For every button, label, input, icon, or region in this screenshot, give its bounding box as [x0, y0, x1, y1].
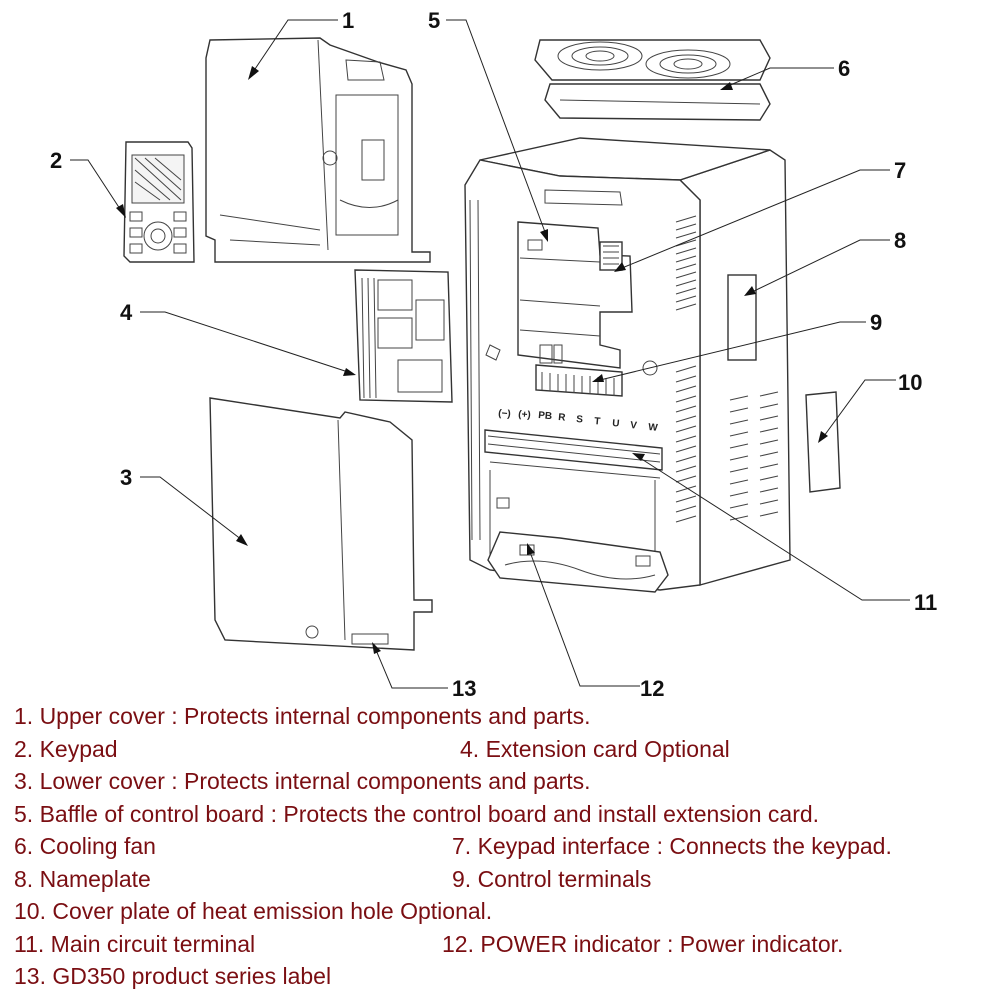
legend-item-10: 10. Cover plate of heat emission hole Op… [14, 898, 493, 924]
callout-7: 7 [894, 158, 906, 183]
callout-12: 12 [640, 676, 664, 700]
legend-row: 5. Baffle of control board : Protects th… [14, 798, 994, 831]
legend-row: 10. Cover plate of heat emission hole Op… [14, 895, 994, 928]
callout-6: 6 [838, 56, 850, 81]
heat-emission-cover-plate [805, 391, 841, 493]
callout-1: 1 [342, 8, 354, 33]
parts-legend: 1. Upper cover : Protects internal compo… [14, 700, 994, 1000]
legend-item-7: 7. Keypad interface : Connects the keypa… [452, 833, 892, 859]
extension-card [354, 269, 453, 403]
legend-item-8: 8. Nameplate [14, 865, 151, 892]
legend-row: 1. Upper cover : Protects internal compo… [14, 700, 994, 733]
legend-item-13: 13. GD350 product series label [14, 963, 332, 989]
control-terminals [535, 344, 623, 397]
exploded-view-diagram: (−) (+) PB R S T U V W [50, 8, 937, 700]
lower-cover [209, 397, 433, 651]
leader-lines [70, 19, 910, 689]
terminal-label-strip: (−) (+) PB R S T U V W [498, 408, 659, 434]
legend-item-4: 4. Extension card Optional [460, 735, 730, 762]
callout-8: 8 [894, 228, 906, 253]
legend-row: 8. Nameplate 9. Control terminals [14, 863, 994, 896]
callout-10: 10 [898, 370, 922, 395]
terminal-label-minus: (−) [498, 408, 511, 420]
callout-2: 2 [50, 148, 62, 173]
terminal-label-s: S [576, 414, 584, 426]
terminal-label-plus: (+) [518, 409, 531, 421]
legend-row: 3. Lower cover : Protects internal compo… [14, 765, 994, 798]
legend-item-2: 2. Keypad [14, 735, 118, 762]
legend-item-12: 12. POWER indicator : Power indicator. [442, 930, 844, 957]
legend-row: 11. Main circuit terminal 12. POWER indi… [14, 928, 994, 961]
inverter-body: (−) (+) PB R S T U V W [464, 137, 791, 593]
power-indicator-area [487, 531, 669, 593]
main-circuit-terminal [484, 429, 663, 479]
upper-cover [205, 37, 431, 263]
terminal-label-r: R [558, 412, 567, 424]
terminal-label-t: T [594, 416, 601, 427]
callout-4: 4 [120, 300, 133, 325]
legend-row: 13. GD350 product series label [14, 960, 994, 993]
terminal-label-pb: PB [538, 410, 553, 422]
callout-5: 5 [428, 8, 440, 33]
keypad-interface [599, 241, 623, 271]
terminal-label-u: U [612, 418, 620, 430]
callout-9: 9 [870, 310, 882, 335]
legend-item-9: 9. Control terminals [452, 865, 652, 892]
callout-11: 11 [914, 590, 937, 615]
callout-13: 13 [452, 676, 476, 700]
legend-item-3: 3. Lower cover : Protects internal compo… [14, 768, 591, 794]
cooling-fan [534, 39, 771, 121]
terminal-label-v: V [630, 420, 638, 432]
legend-row: 6. Cooling fan 7. Keypad interface : Con… [14, 830, 994, 863]
legend-item-6: 6. Cooling fan [14, 833, 156, 859]
legend-item-11: 11. Main circuit terminal [14, 930, 256, 957]
callout-3: 3 [120, 465, 132, 490]
callout-numbers: 1 2 3 4 5 6 7 8 9 10 11 12 13 [50, 8, 937, 700]
legend-row: 2. Keypad 4. Extension card Optional [14, 733, 994, 766]
legend-item-5: 5. Baffle of control board : Protects th… [14, 800, 820, 827]
terminal-label-w: W [648, 422, 659, 434]
keypad [123, 141, 195, 263]
legend-item-1: 1. Upper cover : Protects internal compo… [14, 703, 591, 729]
side-vents [675, 215, 779, 523]
